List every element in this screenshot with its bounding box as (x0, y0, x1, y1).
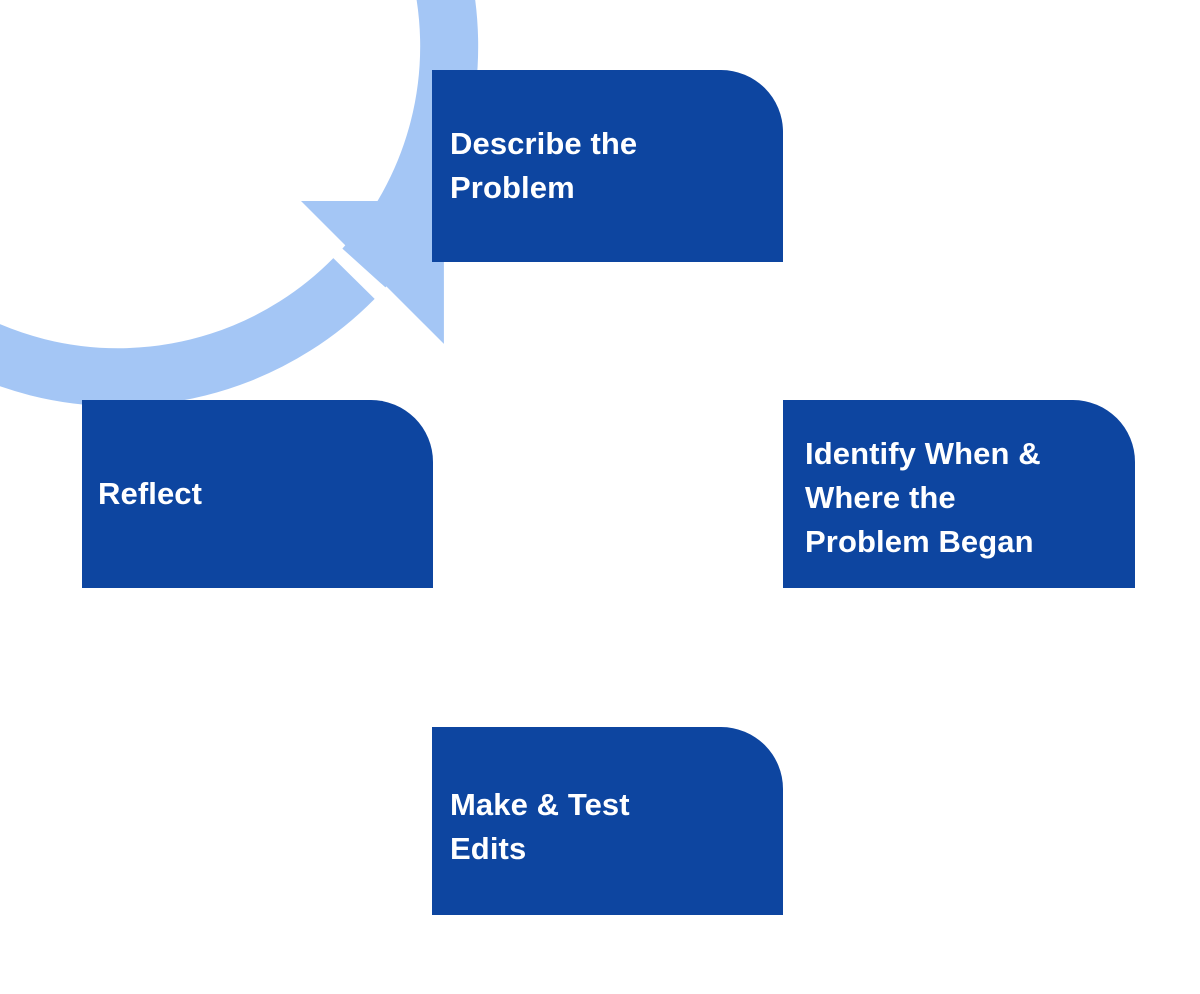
step-label-reflect: Reflect (98, 476, 203, 511)
cycle-arrow-arc (0, 0, 479, 407)
step-box-make-and-test-edits[interactable]: Make & Test Edits (432, 727, 783, 915)
step-box-identify-when-and-where-the-problem-began[interactable]: Identify When & Where the Problem Began (783, 400, 1135, 588)
step-box-reflect[interactable]: Reflect (82, 400, 433, 588)
step-label-make-and-test-edits: Make & Test Edits (450, 787, 630, 867)
cycle-arrowhead-icon (301, 201, 444, 344)
step-label-identify-when-and-where-the-problem-began: Identify When & Where the Problem Began (805, 436, 1041, 560)
step-label-describe-the-problem: Describe the Problem (450, 126, 638, 206)
step-box-describe-the-problem[interactable]: Describe the Problem (432, 70, 783, 262)
